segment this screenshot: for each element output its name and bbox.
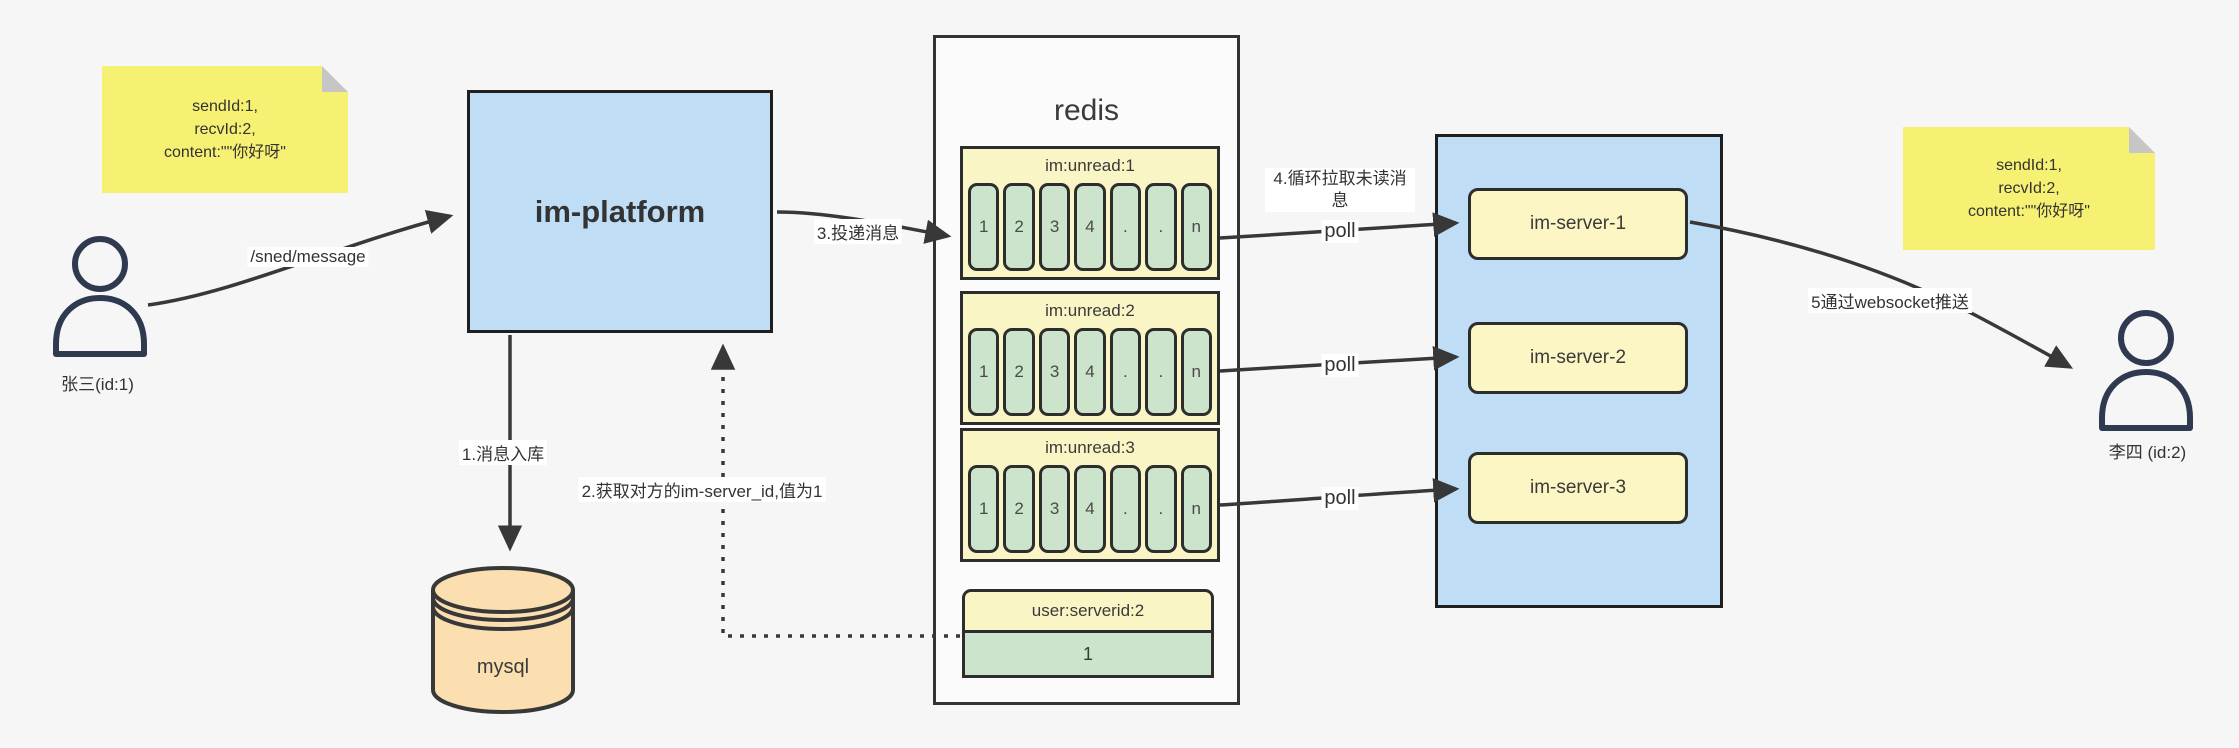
queue-cell: . bbox=[1109, 465, 1142, 553]
queue-cell: 2 bbox=[1003, 465, 1035, 553]
queue-cell: 4 bbox=[1074, 328, 1106, 416]
database-icon bbox=[431, 566, 575, 714]
queue-cell: n bbox=[1180, 328, 1212, 416]
im-platform-label: im-platform bbox=[534, 193, 706, 229]
label-send-message: /sned/message bbox=[247, 247, 369, 267]
sticky-line: content:""你好呀" bbox=[164, 144, 286, 162]
im-server-3-box: im-server-3 bbox=[1468, 452, 1688, 524]
redis-title: redis bbox=[1053, 94, 1120, 127]
label-step5: 5通过websocket推送 bbox=[1808, 288, 1972, 313]
queue-cell: 4 bbox=[1074, 465, 1106, 553]
queue-cells: 1 2 3 4 . . n bbox=[963, 465, 1217, 553]
sticky-note-receiver: sendId:1, recvId:2, content:""你好呀" bbox=[1903, 127, 2155, 250]
sticky-note-body: sendId:1, recvId:2, content:""你好呀" bbox=[1903, 127, 2155, 250]
queue-cell: n bbox=[1180, 465, 1212, 553]
queue-im-unread-1: im:unread:1 1 2 3 4 . . n bbox=[960, 146, 1220, 280]
queue-cell: 1 bbox=[968, 465, 1000, 553]
queue-cell: 3 bbox=[1038, 183, 1071, 271]
queue-name: im:unread:1 bbox=[1045, 156, 1135, 175]
queue-cell: 1 bbox=[968, 328, 1000, 416]
queue-name: im:unread:3 bbox=[1045, 438, 1135, 457]
im-server-1-box: im-server-1 bbox=[1468, 188, 1688, 260]
queue-cell: 4 bbox=[1074, 183, 1106, 271]
queue-cell: . bbox=[1109, 183, 1142, 271]
label-step4: 4.循环拉取未读消息 bbox=[1265, 168, 1415, 213]
queue-cell: . bbox=[1145, 465, 1177, 553]
sticky-line: sendId:1, bbox=[1996, 156, 2062, 174]
sticky-line: sendId:1, bbox=[192, 97, 258, 115]
sender-label: 张三(id:1) bbox=[61, 375, 134, 394]
label-step2: 2.获取对方的im-server_id,值为1 bbox=[578, 477, 826, 502]
label-step1: 1.消息入库 bbox=[458, 440, 548, 465]
queue-cell: 2 bbox=[1003, 183, 1035, 271]
user-serverid-value: 1 bbox=[962, 633, 1214, 678]
receiver-label: 李四 (id:2) bbox=[2108, 443, 2187, 462]
queue-cells: 1 2 3 4 . . n bbox=[963, 328, 1217, 416]
sticky-line: recvId:2, bbox=[1998, 179, 2060, 197]
user-icon-sender bbox=[53, 236, 147, 357]
user-serverid-box: user:serverid:2 1 bbox=[962, 589, 1214, 678]
im-server-2-box: im-server-2 bbox=[1468, 322, 1688, 394]
user-serverid-key: user:serverid:2 bbox=[962, 589, 1214, 633]
mysql-database: mysql bbox=[430, 562, 576, 717]
sticky-line: content:""你好呀" bbox=[1968, 203, 2090, 221]
queue-im-unread-2: im:unread:2 1 2 3 4 . . n bbox=[960, 291, 1220, 425]
label-poll-2: poll bbox=[1321, 354, 1359, 377]
label-poll-1: poll bbox=[1321, 220, 1359, 243]
queue-cell: n bbox=[1180, 183, 1212, 271]
im-server-3-label: im-server-3 bbox=[1529, 477, 1627, 498]
queue-cell: 3 bbox=[1038, 465, 1071, 553]
queue-cell: . bbox=[1145, 183, 1177, 271]
user-icon-receiver bbox=[2099, 310, 2193, 431]
queue-cell: . bbox=[1145, 328, 1177, 416]
im-server-1-label: im-server-1 bbox=[1529, 213, 1627, 234]
sticky-line: recvId:2, bbox=[194, 120, 256, 138]
mysql-label: mysql bbox=[476, 656, 530, 678]
label-poll-3: poll bbox=[1321, 487, 1359, 510]
sticky-note-sender: sendId:1, recvId:2, content:""你好呀" bbox=[102, 66, 348, 193]
queue-im-unread-3: im:unread:3 1 2 3 4 . . n bbox=[960, 428, 1220, 562]
queue-cell: 1 bbox=[968, 183, 1000, 271]
queue-name: im:unread:2 bbox=[1045, 301, 1135, 320]
sticky-fold-icon bbox=[2129, 127, 2155, 153]
sticky-fold-icon bbox=[322, 66, 348, 92]
sticky-note-body: sendId:1, recvId:2, content:""你好呀" bbox=[102, 66, 348, 193]
im-platform-box: im-platform bbox=[467, 90, 773, 333]
im-server-2-label: im-server-2 bbox=[1529, 347, 1627, 368]
queue-cell: 2 bbox=[1003, 328, 1035, 416]
queue-cells: 1 2 3 4 . . n bbox=[963, 183, 1217, 271]
queue-cell: . bbox=[1109, 328, 1142, 416]
queue-cell: 3 bbox=[1038, 328, 1071, 416]
label-step3: 3.投递消息 bbox=[813, 219, 903, 244]
